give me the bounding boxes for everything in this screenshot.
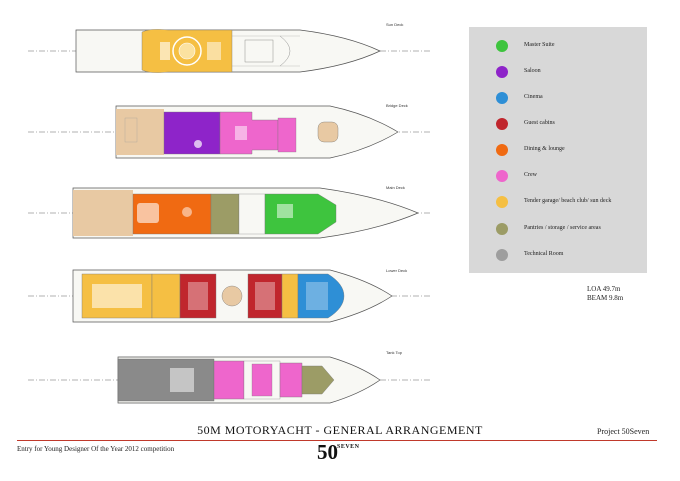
legend-swatch [496,196,508,208]
deck-label-sun: Sun Deck [386,22,404,27]
legend-label: Saloon [524,68,541,74]
legend-item: Master Suite [469,38,647,54]
legend-swatch [496,144,508,156]
competition-entry: Entry for Young Designer Of the Year 201… [17,445,175,453]
legend-swatch [496,223,508,235]
logo-wordmark: SEVEN [337,444,360,450]
dimensions: LOA 49.7m BEAM 9.8m [587,285,623,303]
bridge-deck-plan [28,105,432,159]
legend-label: Pantries / storage / service areas [524,225,601,231]
legend-swatch [496,170,508,182]
logo-numeral: 50 [317,440,338,464]
legend-label: Cinema [524,94,543,100]
legend-label: Master Suite [524,42,555,48]
legend-item: Cinema [469,90,647,106]
deck-label-main: Main Deck [386,185,405,190]
main-deck-plan [28,187,432,239]
legend-item: Saloon [469,64,647,80]
legend-item: Dining & lounge [469,142,647,158]
legend-label: Guest cabins [524,120,555,126]
deck-label-bridge: Bridge Deck [386,103,408,108]
deck-plans [28,29,432,404]
legend-label: Crew [524,172,537,178]
legend-swatch [496,66,508,78]
tank-top-plan [28,356,432,404]
legend-swatch [496,249,508,261]
color-legend: Master Suite Saloon Cinema Guest cabins … [469,27,647,273]
legend-item: Guest cabins [469,116,647,132]
title-divider [17,440,657,441]
legend-swatch [496,92,508,104]
sun-deck-plan [28,29,432,73]
page-title: 50M MOTORYACHT - GENERAL ARRANGEMENT [197,423,483,437]
legend-item: Pantries / storage / service areas [469,221,647,237]
legend-item: Technical Room [469,247,647,263]
lower-deck-plan [28,269,432,323]
legend-swatch [496,40,508,52]
deck-label-lower: Lower Deck [386,268,408,273]
legend-label: Technical Room [524,251,564,257]
deck-label-tank-top: Tank Top [386,350,402,355]
beam-value: BEAM 9.8m [587,294,624,302]
project-name: Project 50Seven [597,427,650,436]
legend-item: Crew [469,168,647,184]
legend-item: Tender garage/ beach club/ sun deck [469,194,647,210]
loa-value: LOA 49.7m [587,285,621,293]
legend-label: Dining & lounge [524,146,565,152]
legend-swatch [496,118,508,130]
legend-label: Tender garage/ beach club/ sun deck [524,198,612,204]
